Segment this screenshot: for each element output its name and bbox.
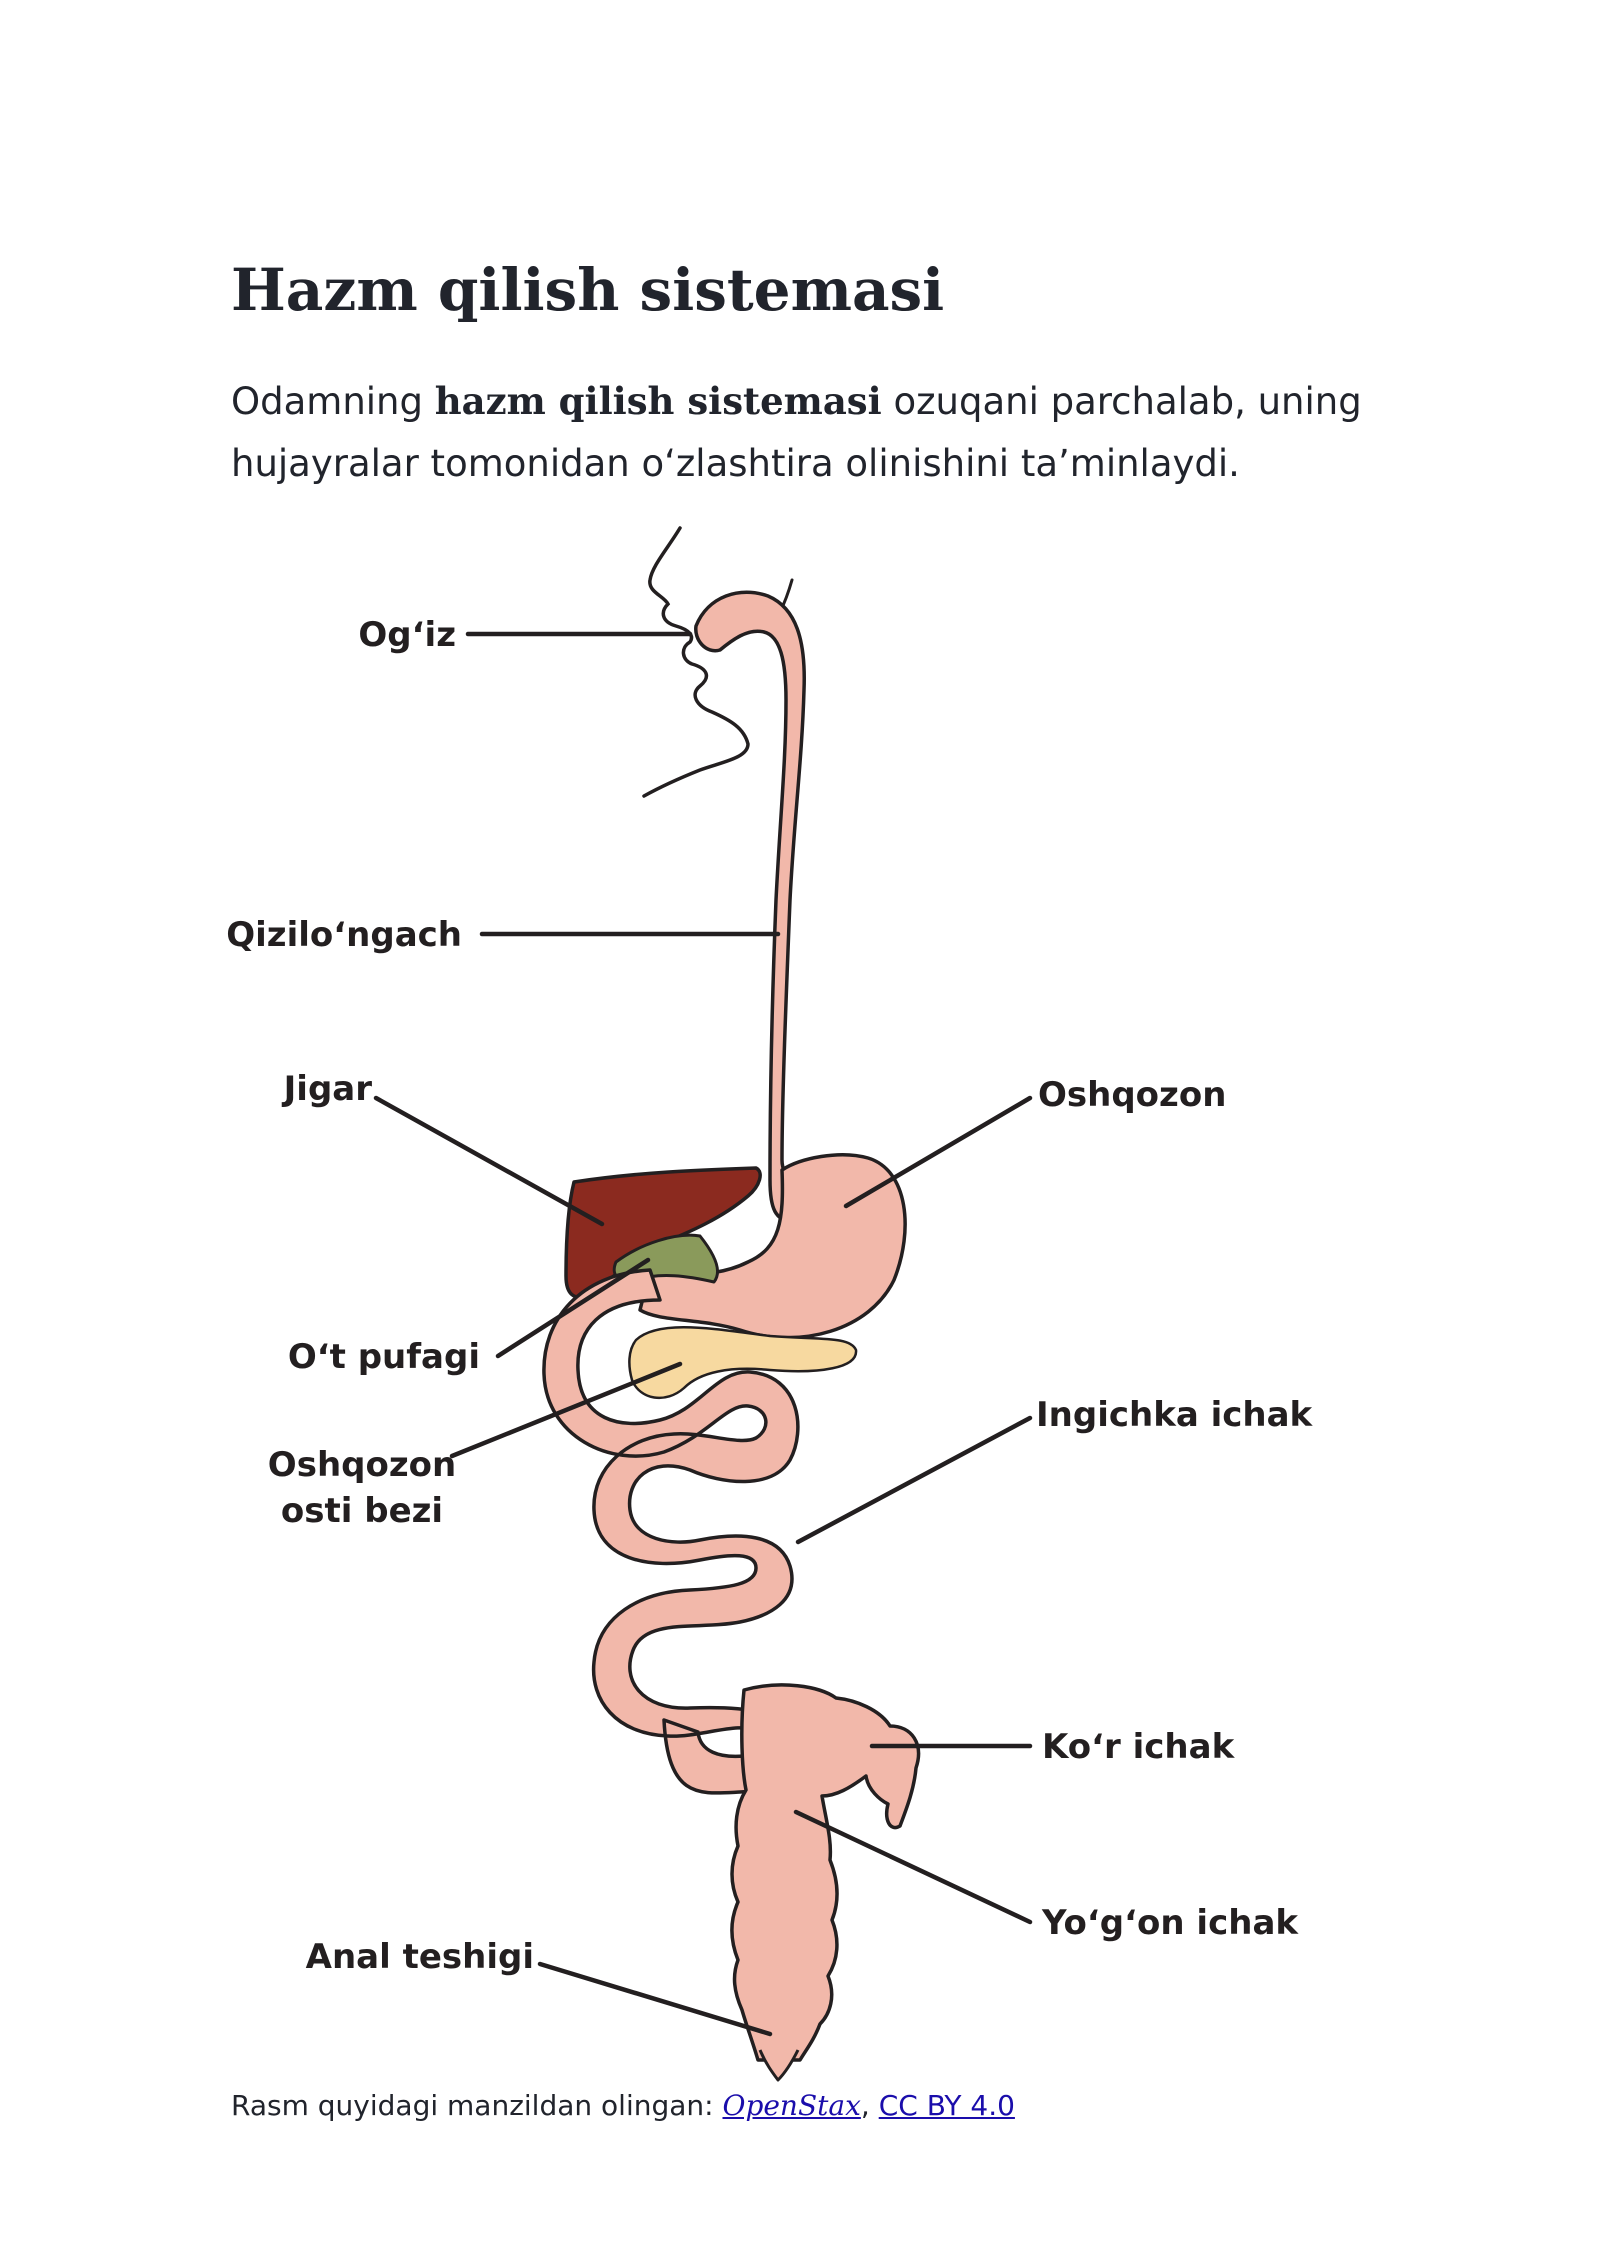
label-stomach: Oshqozon <box>1038 1075 1226 1115</box>
label-mouth: Og‘iz <box>358 615 456 655</box>
esophagus-shape <box>694 590 814 1242</box>
page-title: Hazm qilish sistemasi <box>231 256 945 324</box>
label-gallbladder: O‘t pufagi <box>288 1337 480 1377</box>
label-pancreas-line2: osti bezi <box>281 1491 443 1531</box>
intro-paragraph: Odamning hazm qilish sistemasi ozuqani p… <box>231 370 1371 495</box>
label-liver: Jigar <box>282 1069 373 1109</box>
intro-text-after: ozuqani parchalab, uning hujayralar tomo… <box>231 380 1362 485</box>
liver-shape <box>564 1166 762 1299</box>
face-outline <box>642 526 750 798</box>
face-mark <box>778 578 794 614</box>
source-link[interactable]: OpenStax <box>722 2089 861 2122</box>
leader-gallbladder <box>495 1257 651 1359</box>
pancreas-shape <box>628 1326 858 1400</box>
label-esophagus: Qizilo‘ngach <box>226 915 462 955</box>
stomach-shape <box>638 1153 907 1340</box>
label-small-intestine: Ingichka ichak <box>1036 1395 1314 1435</box>
caption-separator: , <box>860 2089 879 2122</box>
image-caption: Rasm quyidagi manzildan olingan: OpenSta… <box>231 2086 1015 2126</box>
label-large-intestine: Yo‘g‘on ichak <box>1041 1903 1299 1943</box>
gallbladder-shape <box>612 1233 719 1284</box>
leader-anus <box>537 1961 773 2037</box>
leader-pancreas <box>449 1361 683 1459</box>
leader-liver <box>373 1095 605 1227</box>
leader-lines <box>373 631 1033 2037</box>
leader-large-intestine <box>793 1809 1033 1925</box>
label-anus: Anal teshigi <box>306 1937 534 1977</box>
leader-small-intestine <box>795 1415 1033 1545</box>
large-intestine-shape <box>730 1683 921 2062</box>
leader-stomach <box>843 1095 1033 1209</box>
intro-text-before: Odamning <box>231 380 435 423</box>
license-link[interactable]: CC BY 4.0 <box>878 2089 1015 2122</box>
label-pancreas-line1: Oshqozon <box>268 1445 456 1485</box>
anus-taper <box>758 2049 800 2082</box>
caption-prefix: Rasm quyidagi manzildan olingan: <box>231 2089 723 2122</box>
label-cecum: Ko‘r ichak <box>1042 1727 1236 1767</box>
small-intestine-shape <box>542 1268 804 1795</box>
intro-term: hazm qilish sistemasi <box>434 379 882 423</box>
